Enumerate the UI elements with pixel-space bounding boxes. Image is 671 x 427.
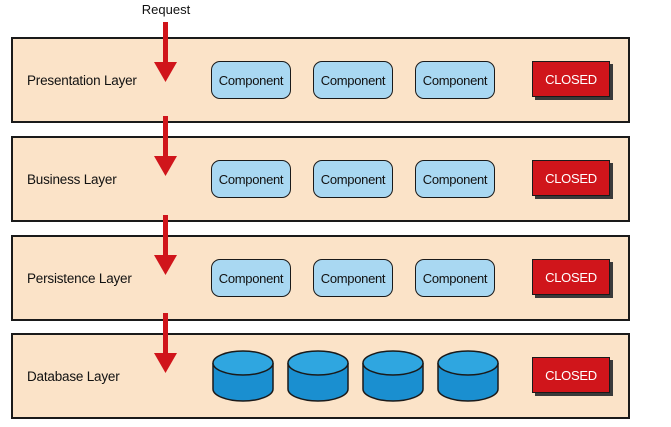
database-cylinder-icon [212,350,274,402]
closed-badge: CLOSED [532,259,610,295]
persistence-layer: Persistence Layer Component Component Co… [11,235,630,321]
layer-label: Persistence Layer [27,270,132,286]
business-layer: Business Layer Component Component Compo… [11,136,630,222]
layer-label: Database Layer [27,368,120,384]
component-box: Component [415,61,495,99]
component-box: Component [211,61,291,99]
layer-label: Presentation Layer [27,72,137,88]
component-box: Component [415,160,495,198]
component-box: Component [313,61,393,99]
closed-badge: CLOSED [532,160,610,196]
component-box: Component [211,160,291,198]
database-cylinder-icon [437,350,499,402]
component-box: Component [313,160,393,198]
database-cylinder-icon [287,350,349,402]
component-box: Component [313,259,393,297]
closed-badge: CLOSED [532,61,610,97]
layer-label: Business Layer [27,171,117,187]
presentation-layer: Presentation Layer Component Component C… [11,37,630,123]
request-label: Request [141,2,191,17]
database-cylinder-icon [362,350,424,402]
component-box: Component [211,259,291,297]
database-layer: Database Layer CLOSED [11,333,630,419]
closed-badge: CLOSED [532,357,610,393]
component-box: Component [415,259,495,297]
